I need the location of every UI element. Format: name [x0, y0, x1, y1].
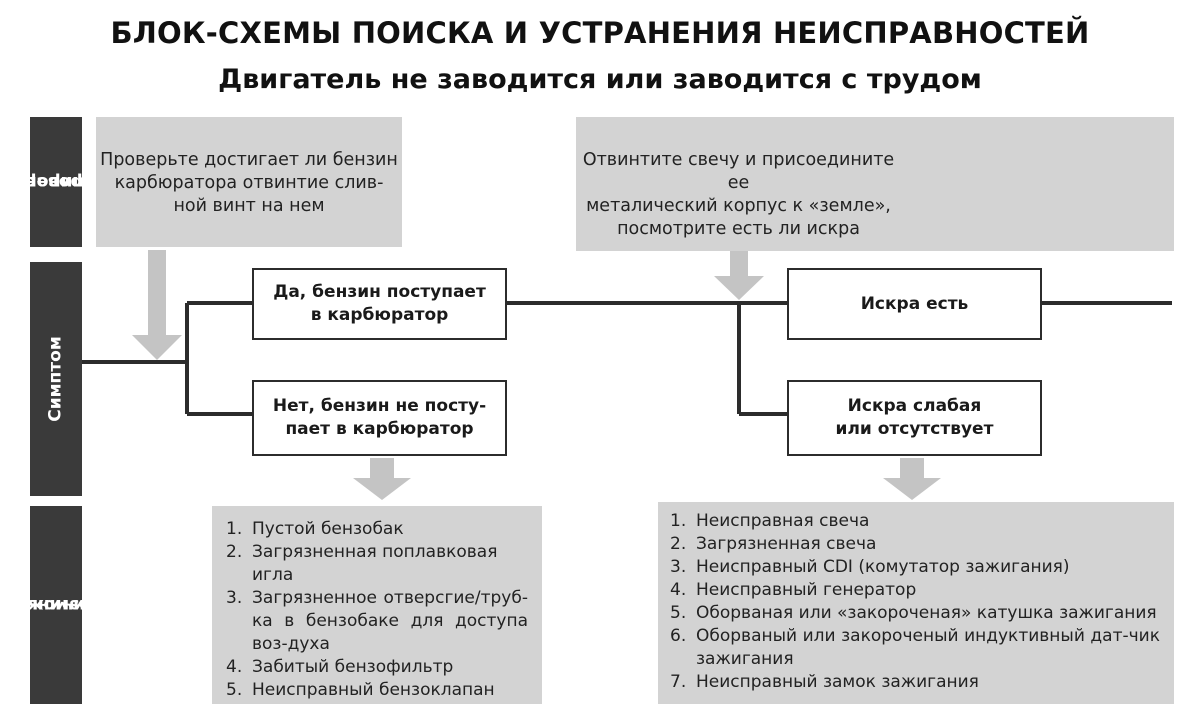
arrow-spark-causes: [883, 458, 941, 500]
causes-spark-box: 1.Неисправная свеча 2.Загрязненная свеча…: [658, 502, 1174, 704]
cause-fuel-item: 1.Пустой бензобак: [226, 519, 404, 539]
row-label-check: Проверка/Регулировка: [0, 117, 129, 247]
symptom-spark-yes: Искра есть: [787, 268, 1042, 340]
cause-spark-item: 7.Неисправный замок зажигания: [670, 672, 979, 692]
cause-spark-item: 5.Оборваная или «закороченая» катушка за…: [670, 603, 1157, 623]
arrow-spark-check: [714, 250, 764, 300]
check-fuel-box: Проверьте достигает ли бензин карбюратор…: [96, 117, 402, 247]
page-subtitle: Двигатель не заводится или заводится с т…: [218, 64, 982, 95]
arrow-fuel-check: [132, 250, 182, 360]
row-label-symptom: Симптом: [30, 262, 82, 496]
cause-fuel-item: 3.Загрязненное отверсгие/труб-ка в бензо…: [226, 588, 528, 654]
arrow-fuel-causes: [353, 458, 411, 500]
cause-spark-item: 4.Неисправный генератор: [670, 580, 917, 600]
cause-fuel-item: 2.Загрязненная поплавковая игла: [226, 542, 498, 585]
cause-spark-item: 1.Неисправная свеча: [670, 511, 870, 531]
row-label-causes: Возможныепричины: [0, 506, 109, 704]
page-title: БЛОК-СХЕМЫ ПОИСКА И УСТРАНЕНИЯ НЕИСПРАВН…: [110, 16, 1090, 50]
cause-fuel-item: 5.Неисправный бензоклапан: [226, 680, 495, 700]
cause-spark-item: 6.Оборваный или закороченый индуктивный …: [670, 626, 1160, 669]
cause-fuel-item: 4.Забитый бензофильтр: [226, 657, 454, 677]
cause-spark-item: 3.Неисправный CDI (комутатор зажигания): [670, 557, 1070, 577]
check-spark-box: Отвинтите свечу и присоедините ее метали…: [576, 117, 1174, 251]
cause-spark-item: 2.Загрязненная свеча: [670, 534, 877, 554]
causes-fuel-box: 1.Пустой бензобак 2.Загрязненная поплавк…: [212, 506, 542, 704]
symptom-fuel-no: Нет, бензин не посту-пает в карбюратор: [252, 380, 507, 456]
